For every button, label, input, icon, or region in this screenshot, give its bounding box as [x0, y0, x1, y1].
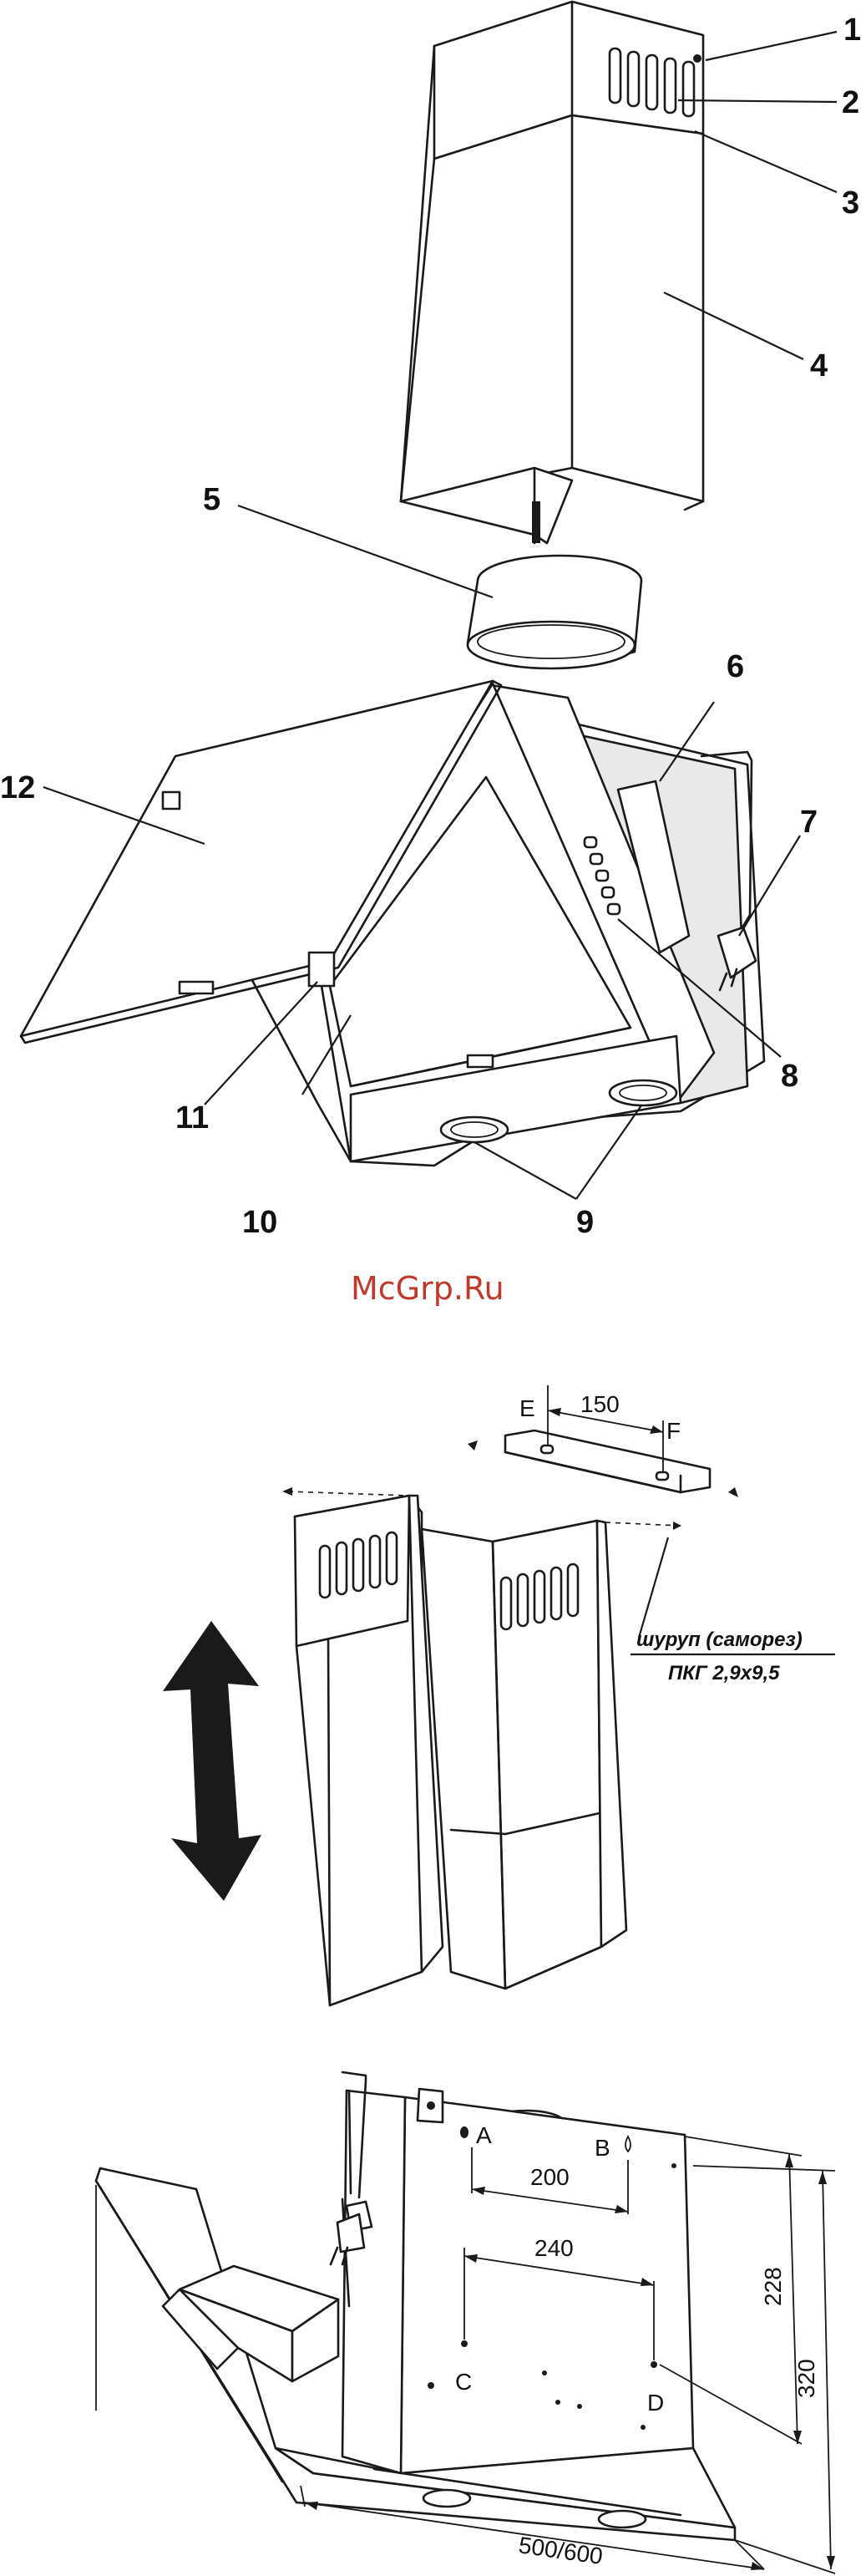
point-b-label: B	[595, 2135, 610, 2161]
callout-2: 2	[842, 85, 859, 120]
callout-10: 10	[242, 1205, 277, 1240]
hole-e-label: E	[519, 1395, 535, 1421]
watermark: McGrp.Ru	[351, 1270, 504, 1307]
point-d-label: D	[647, 2390, 664, 2416]
chimney-mounting-view: 150 E F шуруп (саморез) ПКГ 2,9х9,5	[163, 1385, 835, 2005]
screw-note-line1: шуруп (саморез)	[636, 1628, 803, 1651]
dim-ab: 200	[530, 2164, 570, 2190]
hood-mounting-view: A B C D 200 240 228 320	[96, 2072, 835, 2573]
wall-bracket: 150 E F	[468, 1385, 738, 1497]
inner-chimney	[422, 1521, 626, 1989]
callout-6: 6	[727, 649, 744, 684]
callout-5: 5	[203, 482, 220, 517]
adjust-height-arrow	[163, 1621, 261, 1901]
callout-12: 12	[0, 770, 35, 805]
point-c-label: C	[455, 2369, 472, 2395]
dim-width: 500/600	[517, 2532, 605, 2569]
upper-chimney	[401, 2, 703, 543]
callout-4: 4	[810, 348, 828, 384]
screw-note-line2: ПКГ 2,9х9,5	[668, 1662, 780, 1684]
callout-7: 7	[800, 805, 818, 840]
outer-chimney	[295, 1496, 443, 2005]
exploded-view: 1 2 3 4 5 6 7 8 9 10 11 12	[0, 2, 861, 1240]
bracket-width-dim: 150	[580, 1391, 620, 1417]
dim-height-short: 228	[760, 2267, 786, 2306]
point-a-label: A	[476, 2122, 492, 2148]
dim-cd: 240	[534, 2235, 574, 2261]
callout-3: 3	[842, 185, 859, 221]
dim-height-long: 320	[793, 2359, 819, 2398]
air-adapter-ring	[468, 556, 641, 668]
callout-1: 1	[843, 13, 861, 48]
callout-11: 11	[175, 1100, 209, 1136]
callout-8: 8	[781, 1059, 798, 1094]
callout-9: 9	[576, 1205, 594, 1240]
hole-f-label: F	[666, 1418, 681, 1444]
